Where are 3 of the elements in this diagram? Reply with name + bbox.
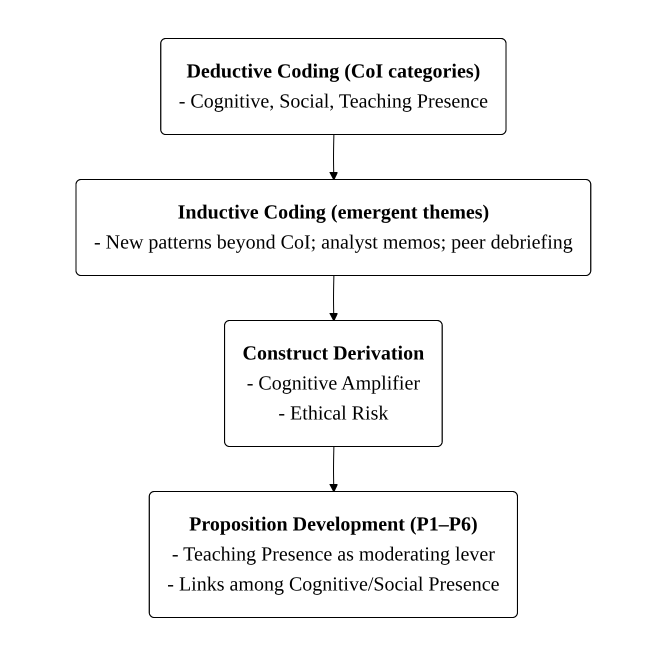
arrow xyxy=(328,276,338,322)
arrow xyxy=(328,446,338,492)
arrow xyxy=(328,134,338,180)
